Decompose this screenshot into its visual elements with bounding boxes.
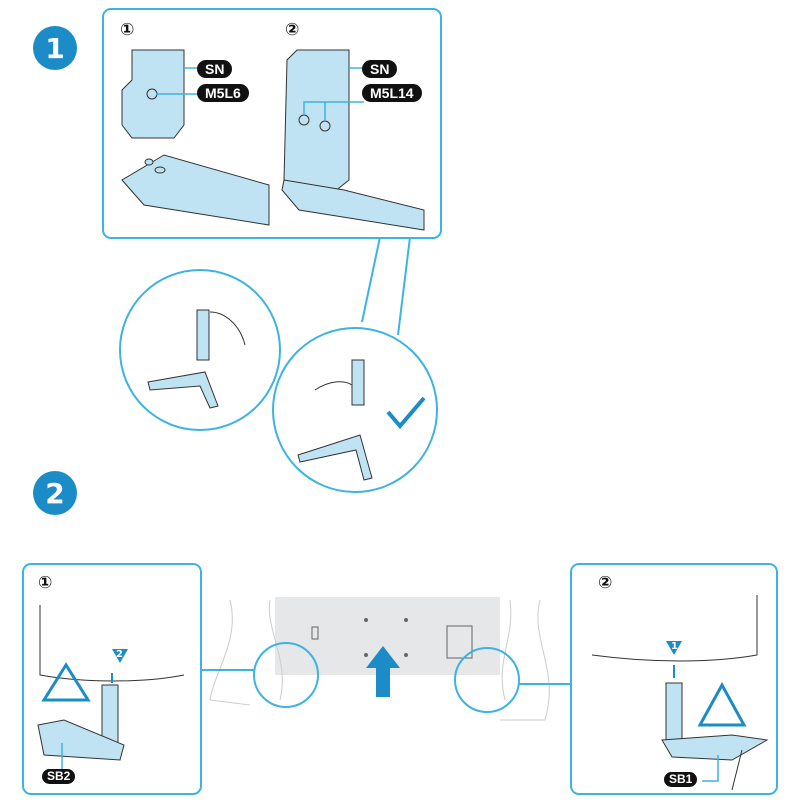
- step2-left-box: 2 ① SB2: [22, 563, 202, 795]
- step1-detail-box: ① ② SN M5L6 SN M5L14: [102, 8, 442, 239]
- step2-right-box: 1 ② SB1: [570, 563, 778, 795]
- part-label-sn: SN: [362, 60, 398, 78]
- callout-line: [397, 236, 411, 336]
- checkmark-icon: [386, 396, 426, 430]
- base-attach-drawing: [591, 595, 769, 791]
- order-marker: 2: [116, 649, 123, 660]
- order-marker: 1: [671, 641, 678, 652]
- detail-circle-right: [454, 647, 520, 713]
- stand-neck-drawing: [121, 49, 425, 231]
- step-badge-1: 1: [33, 26, 77, 70]
- substep-1-label: ①: [38, 573, 53, 593]
- detail-circle-left: [253, 642, 319, 708]
- part-label-screw: M5L6: [197, 84, 249, 102]
- person-outline: [209, 599, 550, 721]
- base-attach-drawing: [37, 605, 185, 770]
- substep-2-label: ②: [285, 20, 300, 40]
- tv-port: [311, 626, 319, 640]
- part-label-sb1: SB1: [664, 772, 698, 787]
- step-badge-2: 2: [33, 471, 77, 515]
- part-label-sb2: SB2: [42, 769, 76, 784]
- stand-drawing: [147, 309, 246, 409]
- substep-2-label: ②: [598, 573, 613, 593]
- arrow-up-icon: [366, 646, 400, 697]
- caution-icon: [41, 662, 91, 702]
- part-label-sn: SN: [197, 60, 233, 78]
- mount-holes: [364, 618, 408, 657]
- caution-icon: [697, 681, 747, 727]
- tv-terminal: [446, 625, 473, 659]
- substep-1-label: ①: [120, 20, 135, 40]
- stand-drawing: [297, 359, 373, 481]
- part-label-screw: M5L14: [362, 84, 422, 102]
- callout-line: [361, 236, 381, 323]
